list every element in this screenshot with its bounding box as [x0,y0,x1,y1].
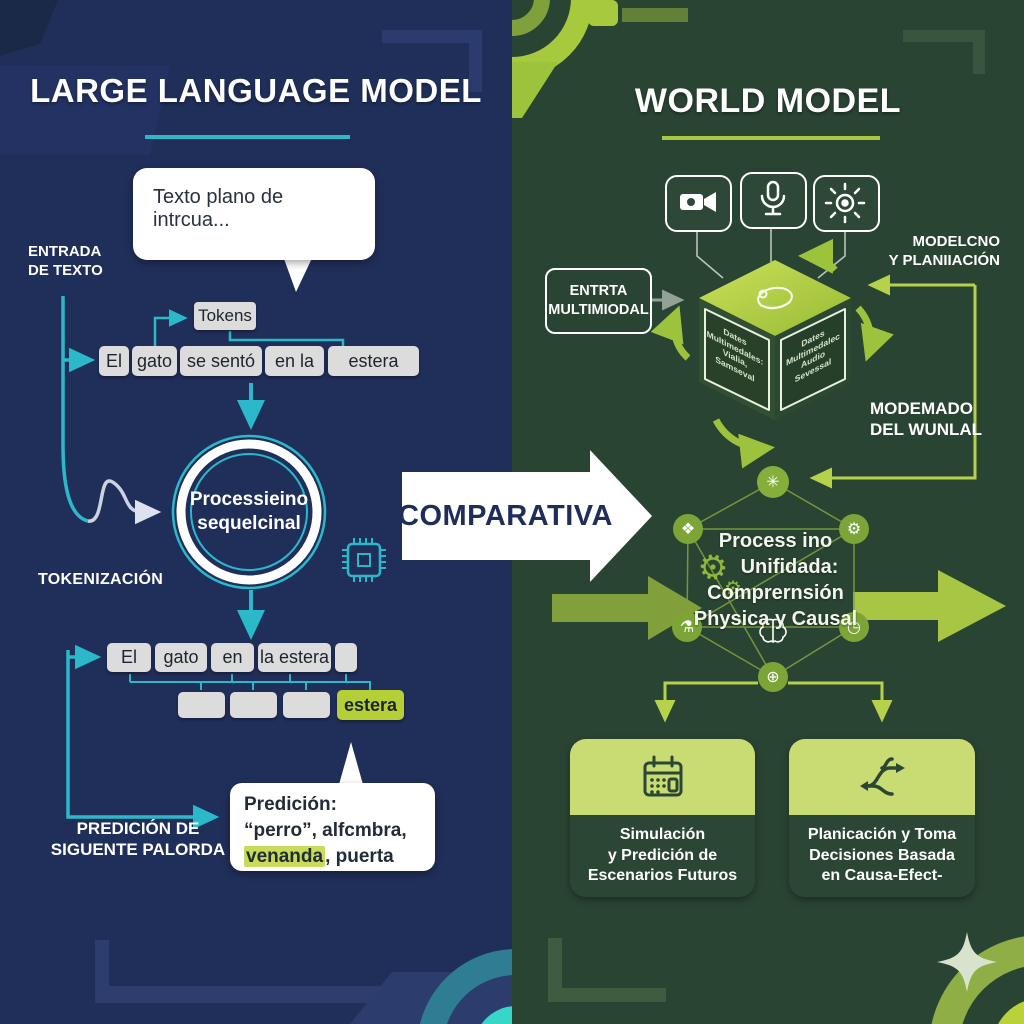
calendar-icon [643,755,682,797]
microphone-icon [760,180,786,216]
prediction-line2: “perro”, alfcmbra, [244,820,407,841]
cogs-icon: ✳ [766,474,780,491]
token-se-sento: se sentó [180,346,262,376]
circle-label: Processieino sequelcinal [189,489,309,534]
input-text-bubble: Texto plano de intrcua... [133,168,375,260]
world-model-title: WORLD MODEL [634,82,902,120]
flask-icon: ⚗ [679,619,695,636]
video-input-box [665,175,732,232]
empty-slot [230,692,277,718]
predicted-token-estera: estera [337,690,404,720]
tokens-label: Tokens [194,302,256,330]
token2-gato: gato [155,643,207,672]
puzzle-icon: ❖ [680,521,696,538]
highlighted-word: venanda [244,846,326,867]
llm-title-underline [145,135,350,139]
prediction-line3: venanda, puerta [244,846,394,867]
entrada-label: ENTRADA DE TEXTO [28,243,103,279]
token2-la-estera: la estera [258,643,331,672]
simulation-box: Simulación y Predición de Escenarios Fut… [570,739,755,897]
token-el: El [99,346,129,376]
gear-icon: ⚙ [846,521,862,538]
sensor-sun-icon [824,182,866,224]
planning-box-label: Planicación y Toma Decisiones Basada en … [789,815,975,897]
gear-small-icon: ⚙ [724,578,742,600]
input-text: Texto plano de intrcua... [153,186,284,231]
comparativa-label: COMPARATIVA [398,500,613,532]
token2-el: El [107,643,151,672]
planning-box: Planicación y Toma Decisiones Basada en … [789,739,975,897]
entrta-multimodal-box: ENTRTA MULTIMIODAL [545,268,652,334]
tokenizacion-label: TOKENIZACIÓN [38,571,164,588]
audio-input-box [740,172,807,229]
branching-arrows-icon [860,757,905,796]
simulation-box-label: Simulación y Predición de Escenarios Fut… [570,815,755,897]
empty-slot [178,692,225,718]
token-en-la: en la [265,346,324,376]
llm-title: LARGE LANGUAGE MODEL [30,72,482,109]
clock-icon: ◷ [847,619,861,636]
world-model-underline [662,136,880,140]
token2-en: en [211,643,254,672]
prediction-label: PREDICIÓN DE SIGUENTE PALORDA [50,819,226,860]
prediction-bubble: Predición: “perro”, alfcmbra, venanda, p… [230,783,435,871]
video-camera-icon [680,192,716,212]
modelcno-label: MODELCNO Y PLANIIACIÓN [888,233,1000,269]
token-estera: estera [328,346,419,376]
prediction-title: Predición: [244,794,337,815]
token-gato: gato [132,346,177,376]
empty-slot [283,692,330,718]
token2-blank [335,643,357,672]
network-icon: ⊕ [766,669,780,686]
sensor-input-box [813,175,880,232]
modemado-label: MODEMADO DEL WUNLAL [870,399,983,440]
unified-processing-label: Process ino Unifidada: Comprernsión Phys… [693,530,858,630]
